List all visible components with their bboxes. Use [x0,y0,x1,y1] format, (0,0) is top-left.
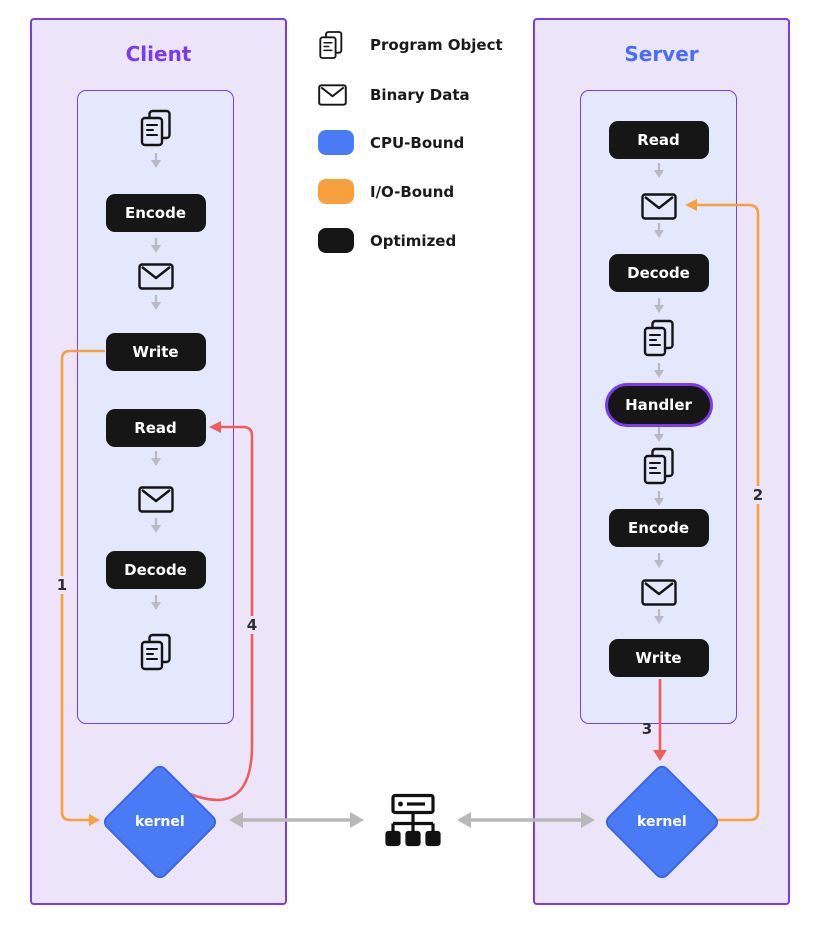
arrow-down-icon [149,518,163,534]
legend-item-cpu-bound: CPU-Bound [318,130,503,155]
legend-label: Program Object [370,36,503,54]
program-object-icon [139,109,173,147]
arrow-down-icon [652,491,666,507]
server-title: Server [624,42,699,66]
arrow-down-icon [149,451,163,467]
optimized-swatch [318,228,354,253]
binary-data-icon [318,84,370,106]
program-object-icon [139,633,173,671]
arrow-down-icon [149,153,163,169]
arrow-down-icon [652,553,666,569]
program-object-icon [642,319,676,357]
arrow-down-icon [652,363,666,379]
arrow-down-icon [652,298,666,314]
flow-label-4: 4 [243,616,261,634]
legend-label: I/O-Bound [370,182,455,201]
legend-item-binary-data: Binary Data [318,84,503,106]
io-bound-swatch [318,179,354,204]
arrow-down-icon [652,609,666,625]
program-object-icon [318,30,370,60]
legend-label: Binary Data [370,86,470,104]
flow-label-1: 1 [53,576,71,594]
legend: Program Object Binary Data CPU-Bound I/O… [318,30,503,253]
client-flow-box: Encode Write Read Decode [77,90,234,724]
arrow-down-icon [652,163,666,179]
network-hub-icon [384,791,442,849]
binary-data-icon [137,263,174,290]
arrow-down-icon [149,238,163,254]
server-step-read: Read [608,121,709,159]
server-step-encode: Encode [608,509,709,547]
binary-data-icon [137,486,174,513]
arrow-down-icon [652,223,666,239]
server-step-decode: Decode [608,254,709,292]
legend-item-program-object: Program Object [318,30,503,60]
client-step-write: Write [105,333,206,371]
legend-item-optimized: Optimized [318,228,503,253]
flow-label-2: 2 [749,486,767,504]
client-step-encode: Encode [105,194,206,232]
server-step-write: Write [608,639,709,677]
arrow-down-icon [149,295,163,311]
flow-label-3: 3 [641,720,653,738]
legend-label: Optimized [370,231,457,250]
server-flow-box: Read Decode [580,90,737,724]
cpu-bound-swatch [318,130,354,155]
arrow-down-icon [149,595,163,611]
legend-item-io-bound: I/O-Bound [318,179,503,204]
legend-label: CPU-Bound [370,133,465,152]
client-step-read: Read [105,409,206,447]
server-step-handler: Handler [604,383,713,427]
client-step-decode: Decode [105,551,206,589]
client-title: Client [125,42,192,66]
program-object-icon [642,447,676,485]
binary-data-icon [640,579,677,606]
arrow-down-icon [652,427,666,443]
binary-data-icon [640,193,677,220]
